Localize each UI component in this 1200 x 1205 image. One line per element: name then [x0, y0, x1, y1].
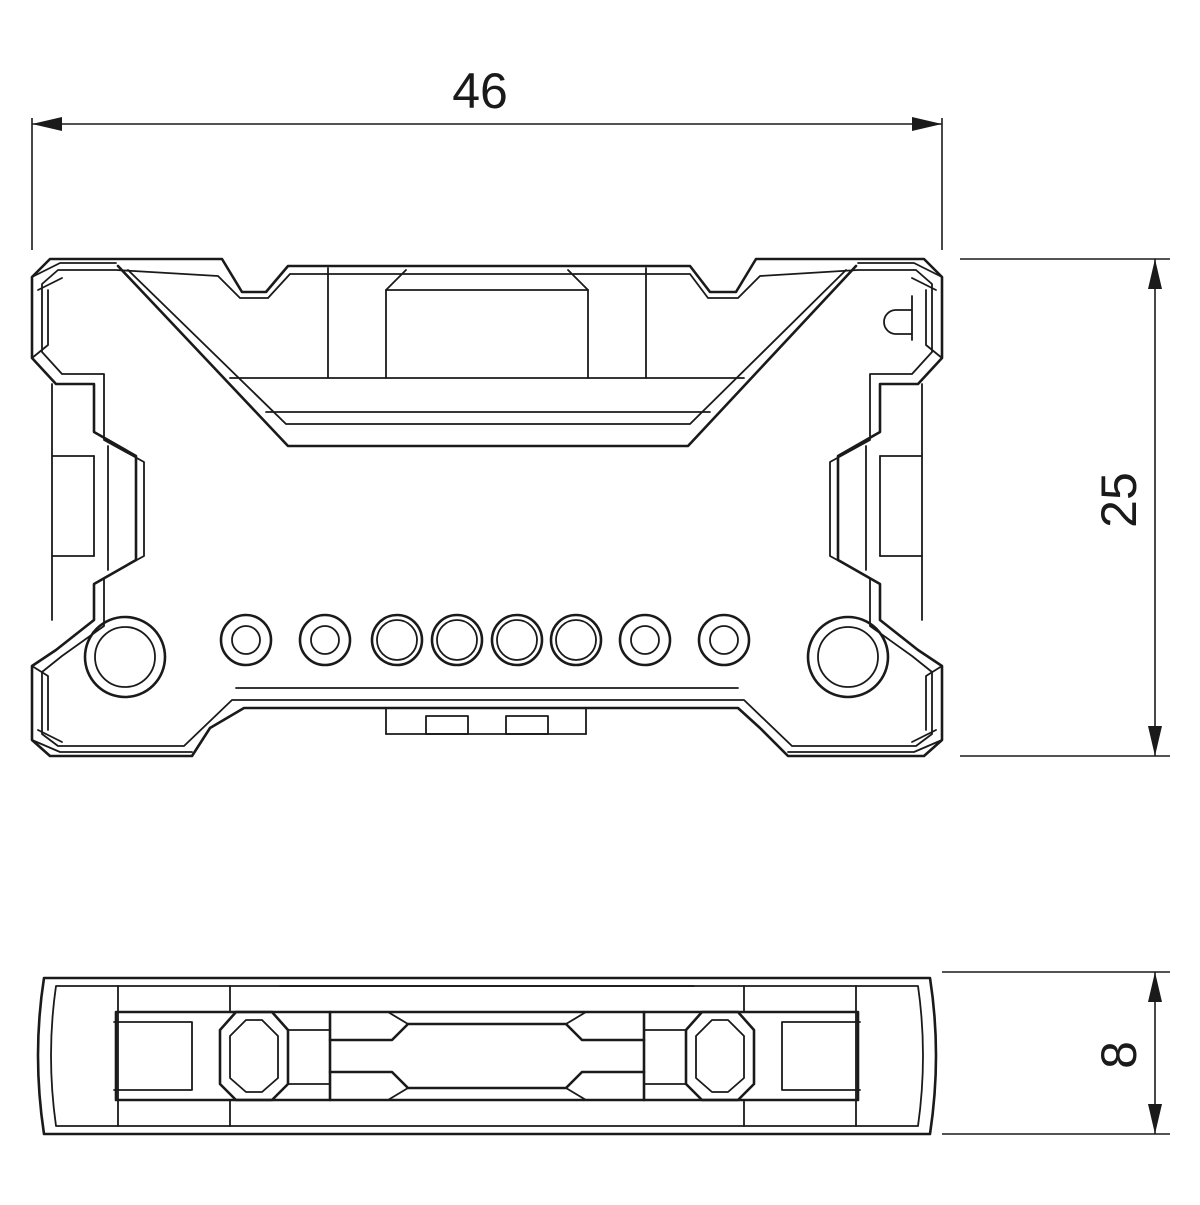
width-arrow-left [32, 117, 62, 131]
connector-holes [219, 613, 751, 667]
recess-ribs [327, 267, 647, 379]
width-label: 46 [452, 63, 508, 119]
mounting-hole-right [806, 615, 890, 699]
corner-bevel-top-left [31, 262, 117, 359]
bottom-latch [235, 687, 739, 735]
side-view-channel-inner [113, 1021, 861, 1091]
height-arrow-bottom [1148, 726, 1162, 756]
width-dimension: 46 [31, 63, 943, 250]
height-dimension: 25 [960, 258, 1170, 757]
corner-bevel-top-right [857, 262, 943, 359]
width-arrow-right [912, 117, 942, 131]
top-view-inner-outline [41, 269, 933, 747]
side-slot-right [865, 383, 923, 621]
top-view [30, 257, 944, 758]
side-slot-left [51, 383, 109, 621]
connector-hole [298, 613, 352, 667]
connector-hole [430, 613, 484, 667]
top-view-outline [30, 257, 944, 758]
corner-bevel-bottom-right [787, 665, 943, 753]
connector-hole [697, 613, 751, 667]
connector-hole [490, 613, 544, 667]
central-recess-floor [229, 377, 745, 413]
central-recess-inner [127, 269, 847, 425]
side-view-edges [117, 985, 857, 1127]
side-latch-left [218, 1010, 290, 1102]
connector-hole [618, 613, 672, 667]
height-label: 25 [1091, 472, 1147, 528]
side-view-channel [114, 1010, 860, 1102]
side-view [36, 976, 938, 1136]
side-center-bar [287, 1010, 687, 1102]
connector-hole [219, 613, 273, 667]
alignment-notch [883, 295, 913, 341]
side-view-outline [36, 976, 938, 1136]
connector-hole [370, 613, 424, 667]
side-view-inner-outline [50, 985, 924, 1127]
thickness-dimension: 8 [942, 971, 1170, 1135]
central-recess [116, 264, 858, 448]
thickness-label: 8 [1091, 1041, 1147, 1069]
side-latch-right [684, 1010, 756, 1102]
mounting-hole-left [83, 615, 167, 699]
thickness-arrow-top [1148, 972, 1162, 1002]
height-arrow-top [1148, 259, 1162, 289]
corner-bevel-bottom-left [31, 665, 193, 753]
thickness-arrow-bottom [1148, 1104, 1162, 1134]
connector-hole [549, 613, 603, 667]
